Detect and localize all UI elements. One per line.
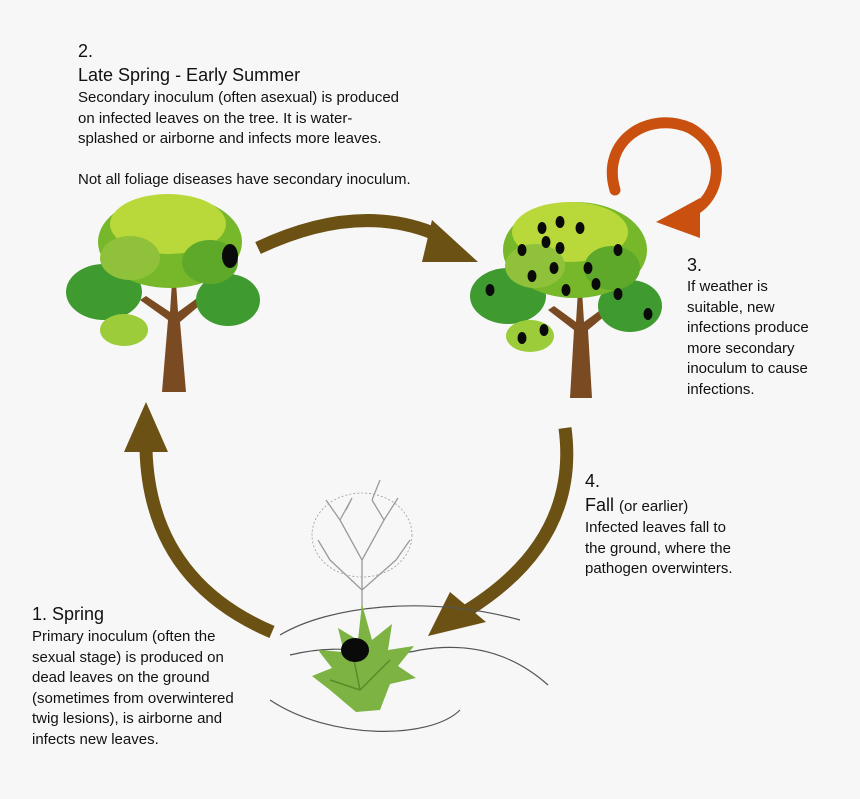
stage-number: 3. [687,255,703,275]
fallen-leaf-icon [312,604,416,712]
arrow-to-fallen-leaf [464,427,574,616]
description-line: (sometimes from overwintered [32,689,234,707]
description-line: dead leaves on the ground [32,669,210,686]
lesion-spots [485,216,653,344]
description-line: If weather is [687,278,768,295]
description-line: the ground, where the [585,539,731,557]
description-line: infections. [687,380,755,398]
infected-tree-icon [470,202,662,398]
stage-description: Secondary inoculum (often asexual) is pr… [78,88,399,150]
bare-tree-icon [311,479,413,610]
description-line: more secondary [687,339,795,357]
arrow-to-infected-tree [255,214,443,254]
stage-heading: Fall (or earlier) [585,494,688,518]
cycle-arrow-icon [124,214,574,638]
healthy-tree-icon [66,194,260,392]
arrow-head-right [428,592,486,636]
stage-number: 4. [585,471,601,491]
description-line: Secondary inoculum (often asexual) is pr… [78,89,400,106]
description-line: Infected leaves fall to [585,519,726,536]
stage-heading-note: (or earlier) [619,498,689,515]
arrow-head-left [124,402,168,452]
stage-description: Infected leaves fall to the ground, wher… [585,518,733,580]
stage-number: 2. [78,41,94,61]
description-line: inoculum to cause [687,360,808,377]
stage-heading: 1. Spring [32,603,104,625]
description-line: pathogen overwinters. [585,560,733,577]
description-line: Primary inoculum (often the [32,628,216,645]
description-line: splashed or airborne and infects more le… [78,130,382,147]
description-line: sexual stage) is produced on [32,648,224,666]
arrow-head-top [422,220,478,262]
stage-heading-text: Spring [52,604,105,624]
description-line: on infected leaves on the tree. It is wa… [78,109,353,127]
lesion-spot [341,638,369,662]
lesion-spot [222,244,238,268]
ground-lines [269,605,549,732]
description-line: twig lesions), is airborne and [32,710,223,727]
stage-heading-text: Fall [585,495,615,515]
stage-note: Not all foliage diseases have secondary … [78,171,411,188]
repeat-arrow-icon [606,117,722,238]
description-line: infections produce [687,319,809,336]
description-line: infects new leaves. [32,730,159,748]
stage-description: Primary inoculum (often the sexual stage… [32,627,234,750]
arrow-to-healthy-tree [139,449,275,638]
description-line: suitable, new [687,298,775,316]
stage-description: If weather is suitable, new infections p… [687,277,809,400]
stage-number: 1. [32,604,48,624]
stage-heading: Late Spring - Early Summer [78,65,301,85]
